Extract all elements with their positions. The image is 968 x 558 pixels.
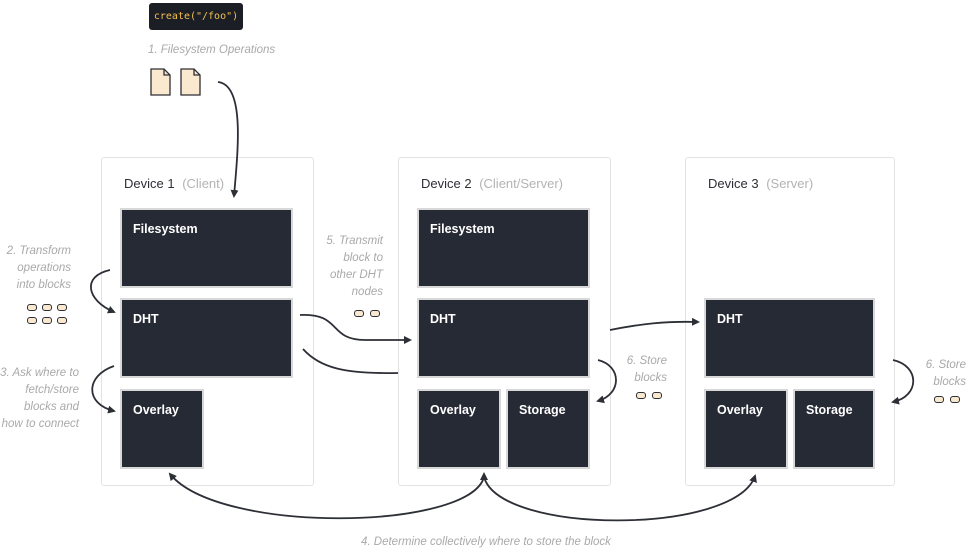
device-1-title: Device 1 (Client) [124, 176, 224, 191]
data-block-icon [934, 396, 944, 403]
step-3-line: blocks and [24, 401, 79, 413]
device-1-name: Device 1 [124, 176, 175, 191]
step-5-line: 5. Transmit [326, 235, 383, 247]
device-2-overlay: Overlay [417, 389, 501, 469]
data-block-icon [652, 392, 662, 399]
step-5-line: nodes [351, 286, 383, 298]
device-3-role: (Server) [766, 176, 814, 191]
data-block-icon [354, 310, 364, 317]
step-2-line: into blocks [16, 279, 71, 291]
data-block-icon [57, 317, 67, 324]
data-block-icon [950, 396, 960, 403]
device-2-role: (Client/Server) [479, 176, 563, 191]
step-2-line: operations [17, 262, 71, 274]
device-2-storage: Storage [506, 389, 590, 469]
data-block-icon [636, 392, 646, 399]
step-6a-line: blocks [634, 372, 667, 384]
device-2-dht: DHT [417, 298, 590, 378]
document-icon [180, 68, 201, 96]
step-6a-label: 6. Store blocks [612, 353, 667, 387]
device-1-filesystem: Filesystem [120, 208, 293, 288]
device-1-overlay: Overlay [120, 389, 204, 469]
device-3-overlay: Overlay [704, 389, 788, 469]
step-3-label: 3. Ask where to fetch/store blocks and h… [0, 365, 79, 433]
step-6b-line: 6. Store [925, 359, 966, 371]
data-block-icon [27, 317, 37, 324]
arrow [299, 314, 412, 344]
device-3-name: Device 3 [708, 176, 759, 191]
data-block-icon [57, 304, 67, 311]
device-3-storage: Storage [793, 389, 875, 469]
device-2-filesystem: Filesystem [417, 208, 590, 288]
step-2-line: 2. Transform [6, 245, 71, 257]
data-block-icon [27, 304, 37, 311]
document-icons [150, 68, 201, 96]
document-icon [150, 68, 171, 96]
step-3-line: fetch/store [25, 384, 79, 396]
arrow [302, 348, 399, 374]
step-3-line: how to connect [1, 418, 79, 430]
step-1-label: 1. Filesystem Operations [148, 44, 276, 56]
data-block-icon [42, 304, 52, 311]
device-1-dht: DHT [120, 298, 293, 378]
device-3-dht: DHT [704, 298, 875, 378]
step-4-label: 4. Determine collectively where to store… [361, 536, 611, 548]
step-3-line: 3. Ask where to [0, 367, 79, 379]
data-block-icon [42, 317, 52, 324]
step-6b-label: 6. Store blocks [910, 357, 966, 391]
step-5-line: other DHT [329, 269, 383, 281]
step-6a-line: 6. Store [626, 355, 667, 367]
step-6b-line: blocks [933, 376, 966, 388]
data-block-icon [370, 310, 380, 317]
device-1-role: (Client) [182, 176, 225, 191]
device-2-title: Device 2 (Client/Server) [421, 176, 563, 191]
step-5-line: block to [343, 252, 383, 264]
device-3-title: Device 3 (Server) [708, 176, 813, 191]
device-2-name: Device 2 [421, 176, 472, 191]
code-snippet: create("/foo") [149, 3, 243, 30]
step-2-label: 2. Transform operations into blocks [0, 243, 71, 294]
step-5-label: 5. Transmit block to other DHT nodes [312, 233, 383, 301]
